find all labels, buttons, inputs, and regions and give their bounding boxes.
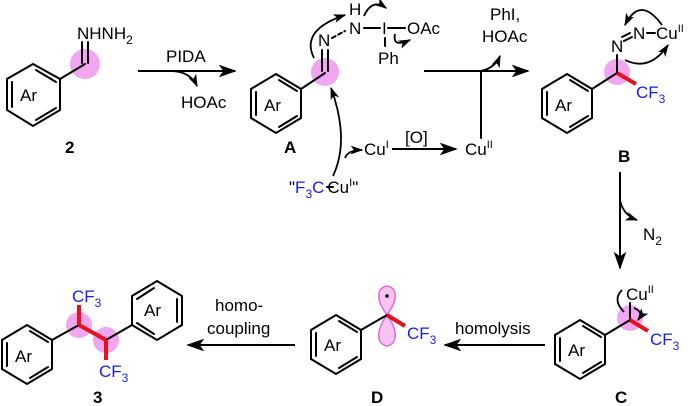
product-3: Ar Ar CF3 CF3 3 [0, 279, 183, 406]
electron-push-arrow [309, 14, 347, 59]
benzene-ring: Ar [554, 318, 631, 381]
benzene-ring-right: Ar [105, 279, 183, 342]
azo-nitrogen-1: N [611, 37, 623, 56]
intermediate-A: Ar N N H I OAc Ph A [250, 0, 441, 157]
intermediate-B: Ar CF3 N N CuII B [541, 9, 684, 166]
step-5-arrow: homo- coupling [186, 296, 295, 352]
electron-push-arrow [624, 43, 669, 65]
ring-label: Ar [20, 86, 37, 105]
benzene-ring: Ar [310, 313, 388, 376]
step-4-arrow: homolysis [443, 319, 545, 352]
cu-ii-center: CuII [626, 284, 654, 304]
benzene-ring: Ar [250, 72, 326, 135]
step-3-arrow: N2 [613, 172, 662, 270]
electron-push-arrow [624, 9, 663, 27]
compound-label-C: C [615, 388, 627, 406]
homolysis-half-arrow [616, 289, 625, 313]
cu-ii-species: CuII [465, 139, 493, 159]
benzene-ring-left: Ar [0, 323, 80, 386]
benzene-ring: Ar [541, 72, 618, 135]
ring-label: Ar [15, 347, 32, 366]
cu-release-arrow [344, 145, 364, 159]
step-2-arrow: PhI, HOAc [424, 5, 530, 139]
compound-2: Ar NHNH2 2 [6, 24, 133, 157]
homolysis-label: homolysis [455, 319, 531, 338]
reagent-pida: PIDA [166, 47, 206, 66]
imine-nitrogen: N [318, 31, 330, 50]
homocoupling-label-line1: homo- [215, 296, 263, 315]
compound-label-B: B [618, 147, 630, 166]
homolysis-half-arrow [633, 307, 649, 322]
benzene-ring: Ar [6, 62, 86, 128]
ring-label: Ar [555, 96, 572, 115]
cu-i-species: CuI [364, 139, 389, 159]
c-cf3-bond [385, 313, 407, 328]
step-1-arrow: PIDA HOAc [138, 47, 237, 112]
ring-label: Ar [144, 301, 161, 320]
azo-nitrogen-2: N [633, 24, 645, 43]
cf3-transfer-arrow [330, 86, 342, 177]
p-orbital-lobe-bottom [378, 313, 396, 347]
compound-label-3: 3 [93, 388, 102, 406]
byproduct-hoac-2: HOAc [482, 27, 528, 46]
compound-label-D: D [371, 388, 383, 406]
cf3-group: CF3 [636, 83, 666, 106]
phenyl-group: Ph [378, 49, 399, 68]
intermediate-C: Ar CF3 CuII C [554, 284, 680, 406]
p-orbital-lobe-top [378, 285, 396, 317]
oxidant-label: [O] [405, 128, 428, 147]
electron-push-arrow [363, 0, 388, 17]
cf3-group-bottom: CF3 [99, 362, 129, 385]
cf3-group-top: CF3 [72, 287, 102, 310]
radical-electron-dot [385, 294, 389, 298]
nitrogen-gas: N2 [643, 225, 662, 248]
new-c-cf3-bond [615, 71, 638, 86]
cf3-group: CF3 [407, 324, 437, 347]
amine-nitrogen: N [349, 19, 361, 38]
nh-hydrogen: H [349, 0, 361, 19]
radical-D: Ar CF3 D [310, 285, 437, 406]
homocoupling-label-line2: coupling [207, 319, 270, 338]
cu-ii-center: CuII [656, 23, 684, 43]
new-c-c-bond [78, 323, 107, 342]
hydrazone-group: NHNH2 [77, 24, 133, 47]
electron-push-arrow [393, 33, 412, 49]
acetate-group: OAc [407, 19, 441, 38]
ring-label: Ar [568, 341, 585, 360]
ring-label: Ar [324, 336, 341, 355]
compound-label-2: 2 [65, 138, 74, 157]
byproduct-hoac: HOAc [181, 93, 227, 112]
byproduct-phi: PhI, [490, 5, 520, 24]
cf3-group: CF3 [650, 330, 680, 353]
compound-label-A: A [284, 138, 296, 157]
iodine-atom: I [382, 19, 387, 38]
c-cf3-bond [628, 318, 650, 333]
ring-label: Ar [264, 96, 281, 115]
